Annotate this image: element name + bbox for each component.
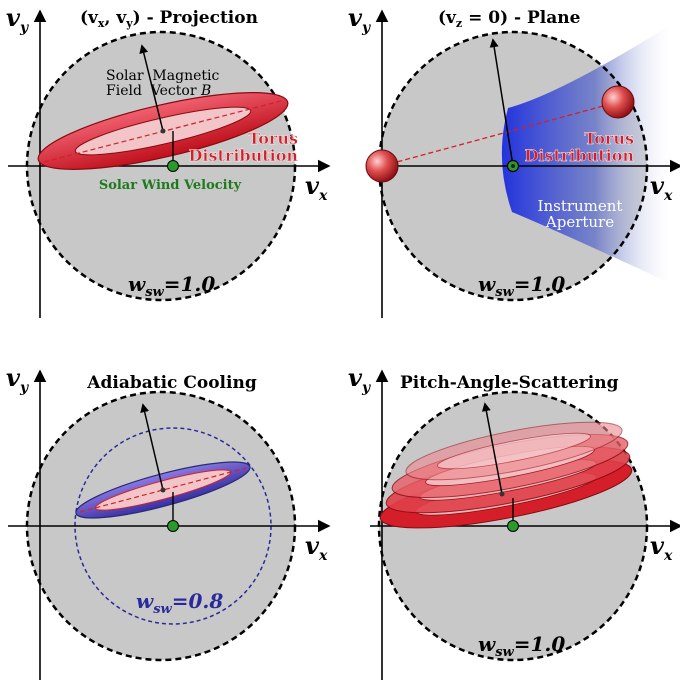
panel3-title: Adiabatic Cooling <box>86 373 257 393</box>
magnetic-field-arrow <box>140 403 164 491</box>
torus-label-line1: Torus <box>248 129 298 148</box>
panel1-title: (vx, vy) - Projection <box>80 8 258 30</box>
aperture-label-line2: Aperture <box>545 213 614 231</box>
solar-wind-label: Solar Wind Velocity <box>99 178 242 193</box>
torus-layer <box>437 432 591 470</box>
panel2-w-label: wsw=1.0 <box>478 272 565 300</box>
solar-wind-point <box>167 160 179 172</box>
magnetic-field-arrow <box>481 402 503 495</box>
vy-axis-label: vy <box>6 363 29 396</box>
torus-section-left <box>365 149 399 183</box>
panel-plane: (vz = 0) - Plane Torus Distribution Inst… <box>348 3 680 318</box>
aperture-label-line1: Instrument <box>538 197 623 215</box>
torus-label-line2: Distribution <box>189 146 299 165</box>
vy-axis-label: vy <box>348 3 371 36</box>
field-label-line2: Field Vector B <box>106 83 211 99</box>
instrument-aperture <box>501 24 672 284</box>
vy-axis-label: vy <box>6 3 29 36</box>
solar-wind-point <box>507 520 519 532</box>
panel-projection: (vx, vy) - Projection Solar Magnetic Fie… <box>6 3 331 318</box>
scattered-tori <box>379 421 633 529</box>
magnetic-field-arrow <box>489 38 514 167</box>
field-label-line1: Solar Magnetic <box>106 68 219 84</box>
torus-center-dot <box>160 128 166 134</box>
vx-axis-label: vx <box>650 171 673 204</box>
vy-axis-label: vy <box>348 363 371 396</box>
panel4-title: Pitch-Angle-Scattering <box>400 373 619 393</box>
vx-axis-label: vx <box>305 171 328 204</box>
panel-pitch-angle-scattering: Pitch-Angle-Scattering wsw=1.0 vy vx <box>348 363 680 680</box>
vx-axis-label: vx <box>650 531 673 564</box>
panel-adiabatic-cooling: Adiabatic Cooling wsw=0.8 vy vx <box>6 363 331 680</box>
torus-center-dot <box>499 491 505 497</box>
panel4-w-label: wsw=1.0 <box>478 632 565 660</box>
panel2-title: (vz = 0) - Plane <box>438 8 581 30</box>
torus-label-line1: Torus <box>584 129 634 148</box>
solar-wind-point <box>167 520 179 532</box>
torus-label-line2: Distribution <box>525 146 635 165</box>
vx-axis-label: vx <box>305 531 328 564</box>
torus-axis-dashed <box>79 467 247 513</box>
panel1-w-label: wsw=1.0 <box>128 272 215 300</box>
magnetic-field-arrow <box>139 44 164 132</box>
torus-center-dot <box>160 487 166 493</box>
panel3-w-label: wsw=0.8 <box>136 589 223 617</box>
torus-section-right <box>601 85 635 119</box>
torus-center-dot <box>511 164 515 168</box>
torus-cut-line <box>381 101 619 167</box>
